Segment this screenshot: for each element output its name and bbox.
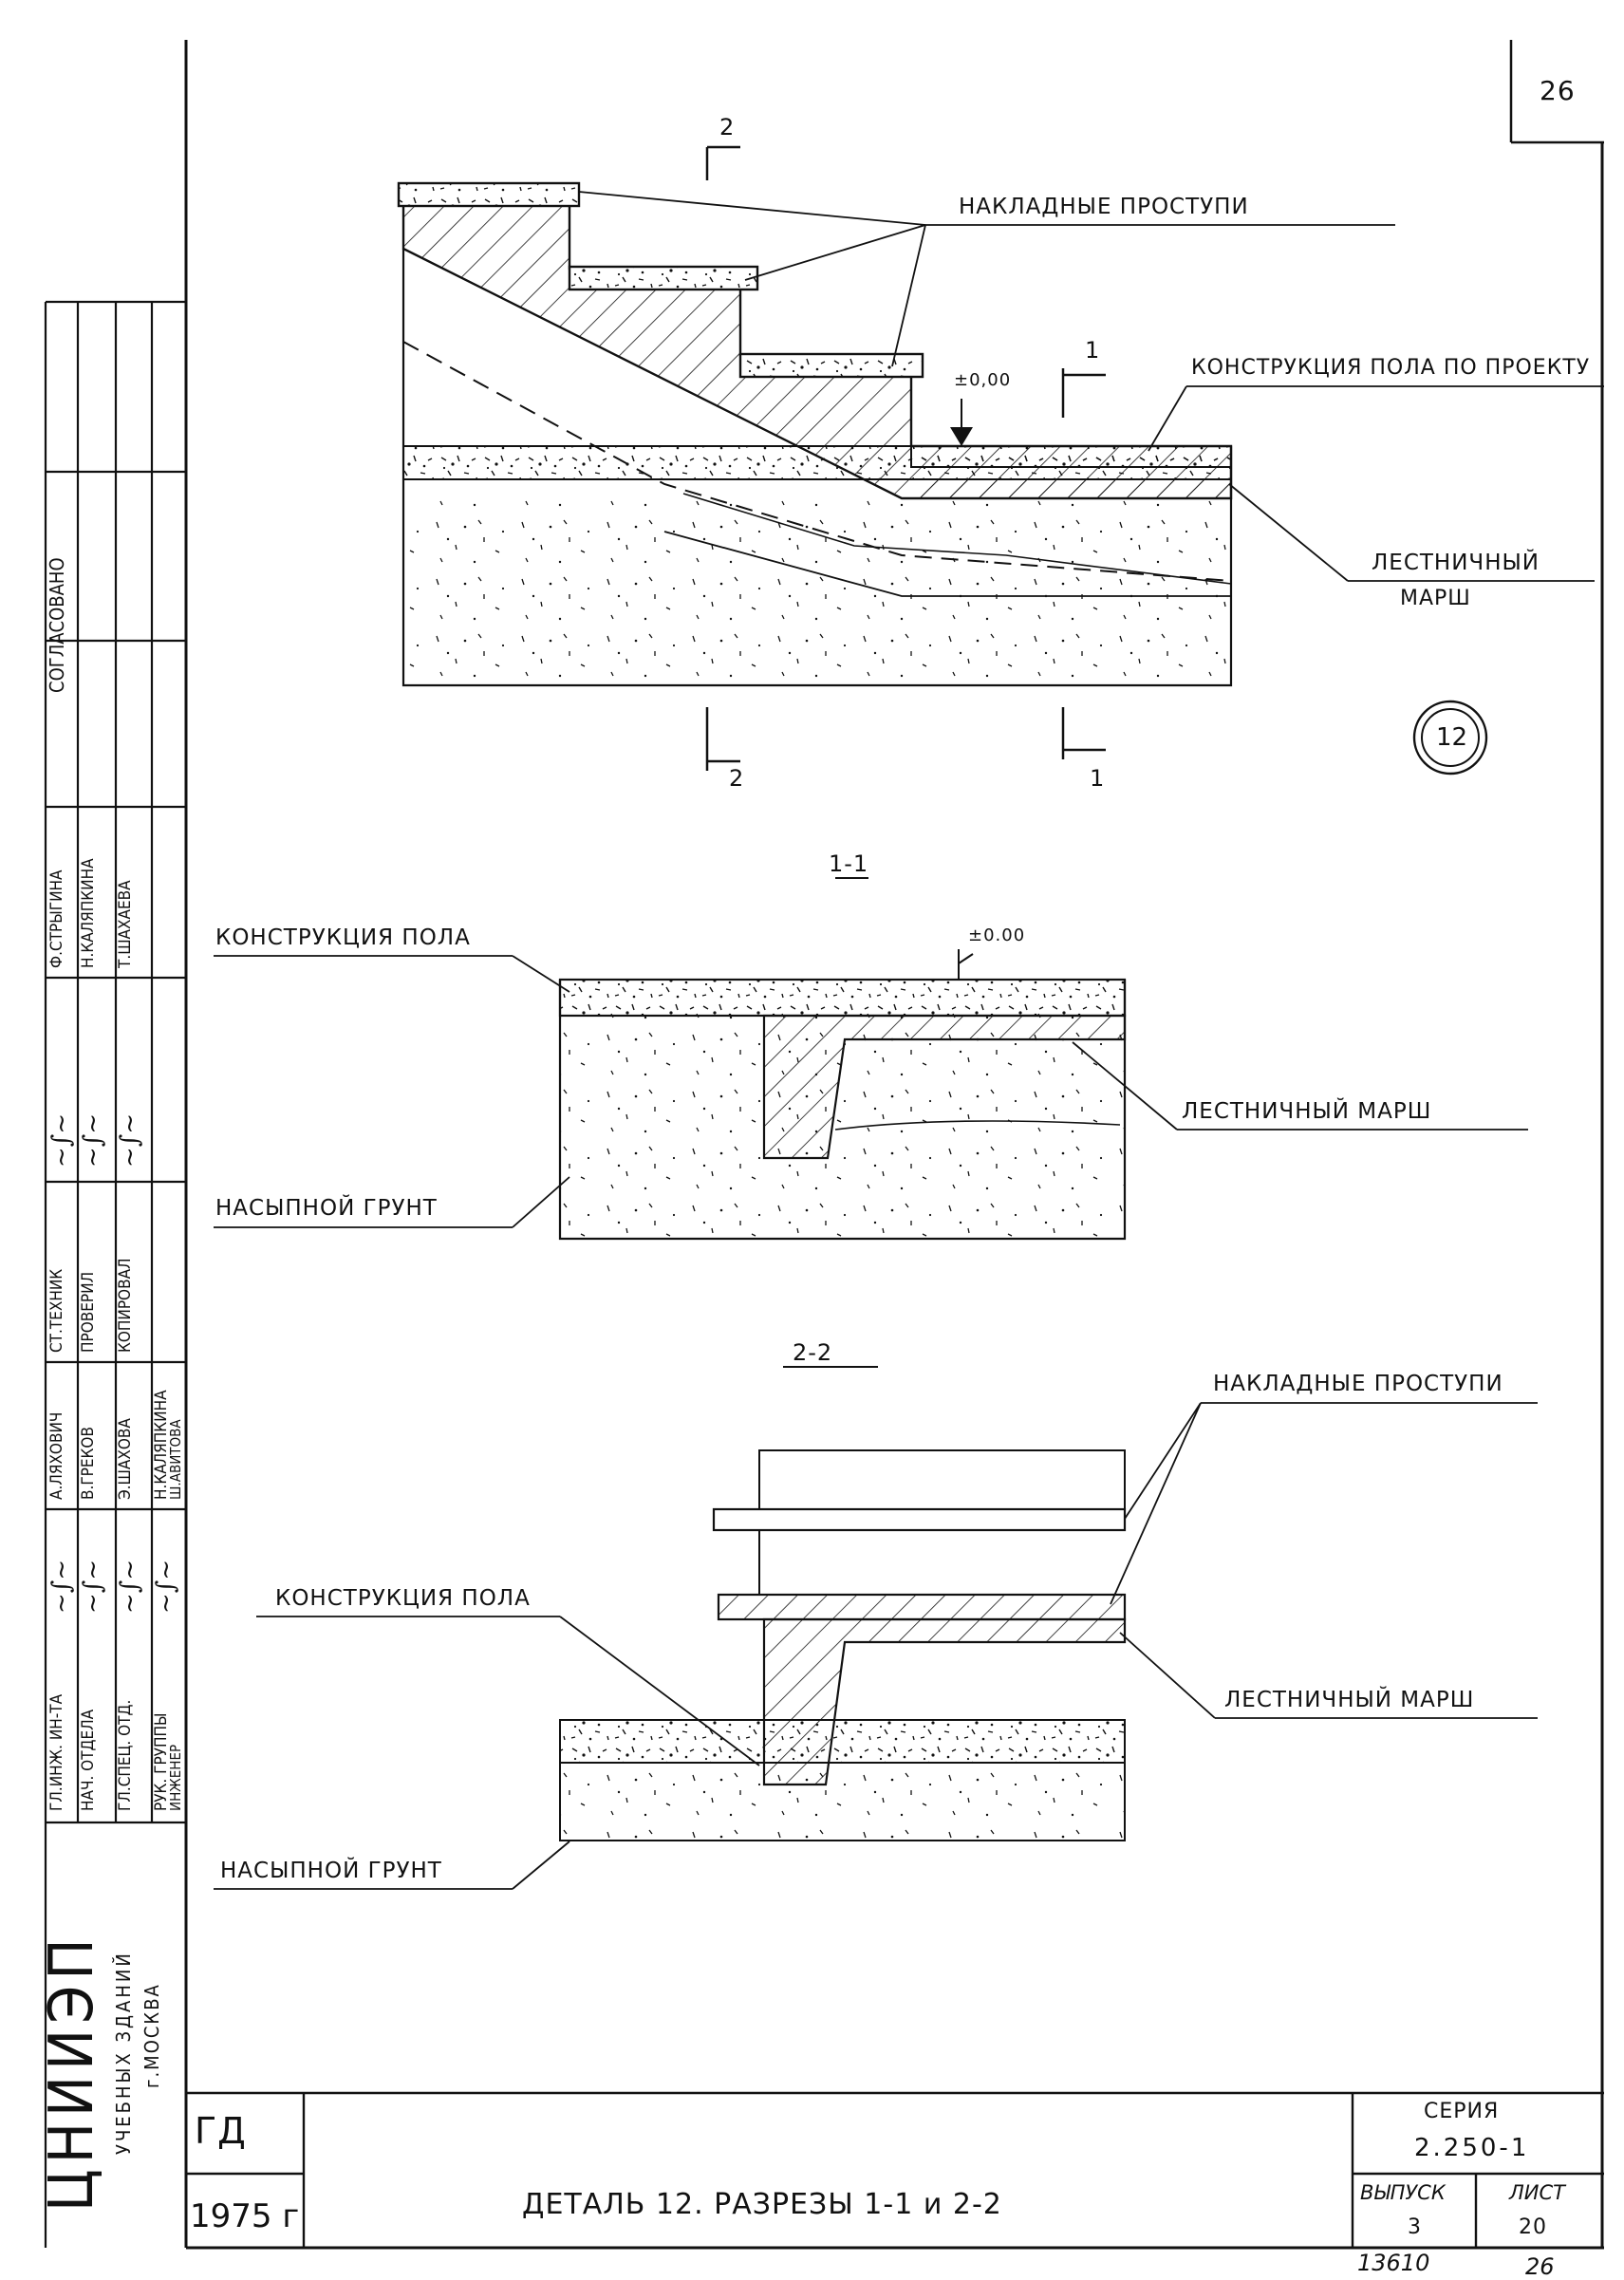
detail-marker-number: 12 [1436,723,1468,752]
detail-soil-fill [403,498,1231,685]
footer-number-1: 13610 [1357,2250,1430,2276]
stamp-name-right-2: Н.КАЛЯПКИНА [79,858,98,968]
footer-number-2: 26 [1525,2253,1555,2280]
section-2-2-drawing [214,1366,1538,1890]
section-1-1-level-mark: ±0.00 [968,925,1026,945]
section-1-1-label-stair: ЛЕСТНИЧНЫЙ МАРШ [1182,1099,1432,1124]
title-block-code: ГД [195,2110,247,2152]
page-number: 26 [1540,75,1576,106]
title-block-issue: 3 [1408,2215,1422,2239]
cut-label-1-bottom: 1 [1090,765,1106,792]
title-block-grid [186,2091,1604,2248]
detail-label-treads: НАКЛАДНЫЕ ПРОСТУПИ [959,195,1249,219]
title-block-sheet: 20 [1519,2215,1547,2239]
section-2-2-leaders [214,1402,1538,1890]
stamp-role-right-2: ПРОВЕРИЛ [79,1271,98,1353]
detail-label-floor: КОНСТРУКЦИЯ ПОЛА ПО ПРОЕКТУ [1191,356,1591,380]
detail-level-mark: ±0,00 [954,370,1012,390]
cut-line-2-top [705,145,740,180]
stamp-name-left-3: Э.ШАХОВА [116,1418,135,1500]
stamp-name-right-3: Т.ШАХАЕВА [116,880,135,968]
title-block-issue-label: ВЫПУСК [1360,2181,1446,2204]
cut-label-1-top: 1 [1085,337,1101,364]
signature-mark: ~∫~ [47,1112,76,1168]
stamp-org-line-1: УЧЕБНЫХ ЗДАНИЙ [112,1951,135,2155]
section-2-2-top-tread [712,1507,1127,1532]
section-1-1-label-soil: НАСЫПНОЙ ГРУНТ [215,1196,438,1221]
level-marker-triangle [950,427,973,446]
title-block-title: ДЕТАЛЬ 12. РАЗРЕЗЫ 1-1 и 2-2 [522,2188,1002,2221]
detail-12-drawing [397,145,1604,776]
section-2-2-label-stair: ЛЕСТНИЧНЫЙ МАРШ [1224,1688,1475,1712]
stamp-role-left-5: ИНЖЕНЕР [167,1744,184,1811]
cut-line-2-bottom [705,707,740,771]
section-1-1-label-floor: КОНСТРУКЦИЯ ПОЛА [215,925,471,950]
stamp-role-left-3: ГЛ.СПЕЦ. ОТД. [116,1699,135,1811]
stamp-agreed: СОГЛАСОВАНО [46,557,68,693]
signature-mark: ~∫~ [116,1559,144,1614]
signature-mark: ~∫~ [79,1559,107,1614]
cut-line-1-bottom [1061,707,1106,759]
stamp-name-left-1: А.ЛЯХОВИЧ [47,1411,66,1500]
title-block-series-label: СЕРИЯ [1424,2100,1500,2123]
section-1-1-leaders [214,955,1528,1228]
detail-label-stair-2: МАРШ [1400,587,1471,610]
stamp-name-left-2: В.ГРЕКОВ [79,1427,98,1500]
signature-mark: ~∫~ [116,1112,144,1168]
section-1-1-floor-slab [558,978,1127,1018]
cut-label-2-bottom: 2 [729,765,745,792]
cut-label-2-top: 2 [719,114,736,140]
title-block-year: 1975 г [190,2197,300,2235]
stamp-role-left-2: НАЧ. ОТДЕЛА [79,1709,98,1811]
stamp-role-right-1: СТ.ТЕХНИК [47,1268,66,1353]
sheet-frame [184,40,1604,2250]
stamp-role-right-3: КОПИРОВАЛ [116,1258,135,1353]
title-block-sheet-label: ЛИСТ [1509,2181,1565,2204]
section-1-1-title: 1-1 [829,850,869,877]
section-2-2-label-treads: НАКЛАДНЫЕ ПРОСТУПИ [1213,1372,1503,1396]
stamp-name-right-1: Ф.СТРЫГИНА [47,869,66,969]
section-1-1-drawing [214,877,1528,1241]
section-2-2-label-soil: НАСЫПНОЙ ГРУНТ [220,1859,442,1883]
detail-leaders [578,191,1604,582]
title-block-series: 2.250-1 [1414,2134,1530,2162]
side-stamp-grid [44,300,186,2248]
stamp-role-left-1: ГЛ.ИНЖ. ИН-ТА [47,1693,66,1811]
detail-label-stair-1: ЛЕСТНИЧНЫЙ [1372,551,1540,575]
section-2-2-title: 2-2 [793,1339,833,1366]
signature-mark: ~∫~ [79,1112,107,1168]
signature-mark: ~∫~ [47,1559,76,1614]
stamp-org: ЦНИИЭП [37,1933,107,2212]
detail-marker-circle [1412,700,1488,776]
section-2-2-label-floor: КОНСТРУКЦИЯ ПОЛА [275,1586,531,1611]
signature-mark: ~∫~ [152,1559,180,1614]
section-2-2-mid-tread [717,1593,1127,1621]
stamp-org-line-2: г.МОСКВА [140,1983,163,2088]
stamp-name-left-5: Ш.АВИТОВА [167,1419,184,1500]
cut-line-1-top [1061,368,1106,418]
